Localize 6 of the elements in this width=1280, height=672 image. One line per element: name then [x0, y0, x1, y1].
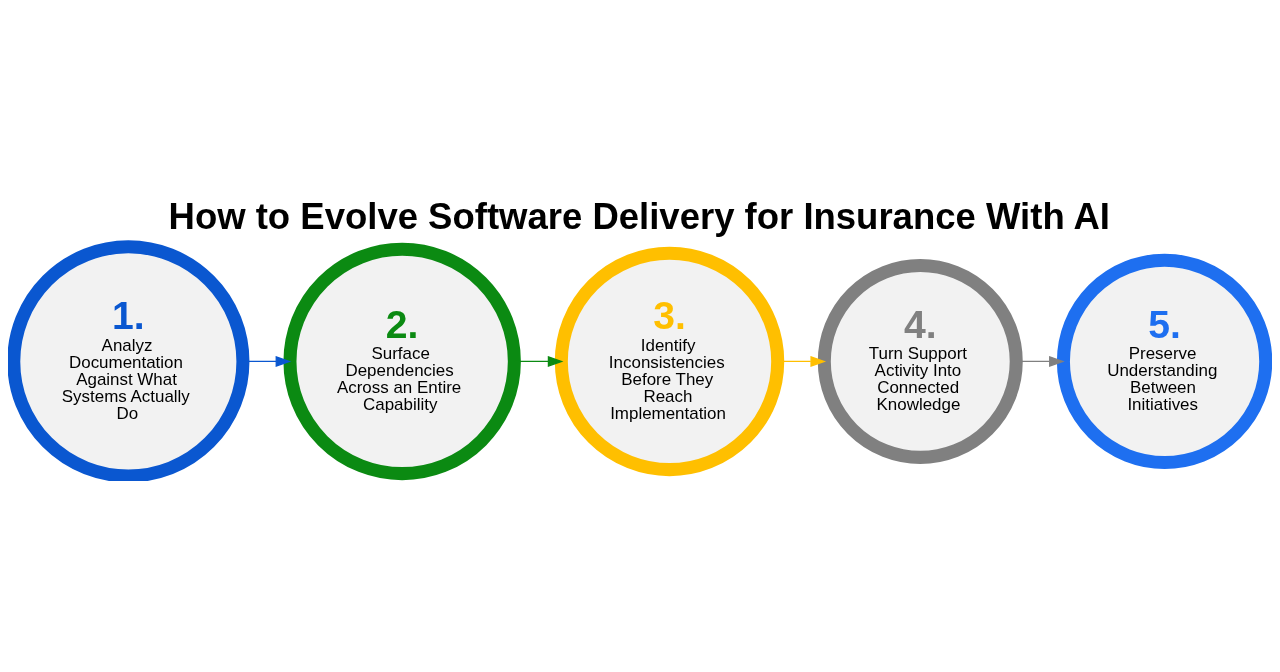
node-circle: 4. Turn Support Activity Into Connected Knowledge: [817, 258, 1023, 464]
diagram-title: How to Evolve Software Delivery for Insurance With AI: [168, 196, 1110, 238]
node-circle: 1. Analyz Documentation Against What Systems Actually Do: [8, 240, 250, 481]
node-circle: 3. Identify Inconsistencies Before They Reach Implementation: [554, 246, 785, 477]
node-circle: 5. Preserve Understanding Between Initiatives: [1056, 253, 1272, 470]
node-circle: 2. Surface Dependencies Across an Entire Capability: [283, 242, 521, 481]
